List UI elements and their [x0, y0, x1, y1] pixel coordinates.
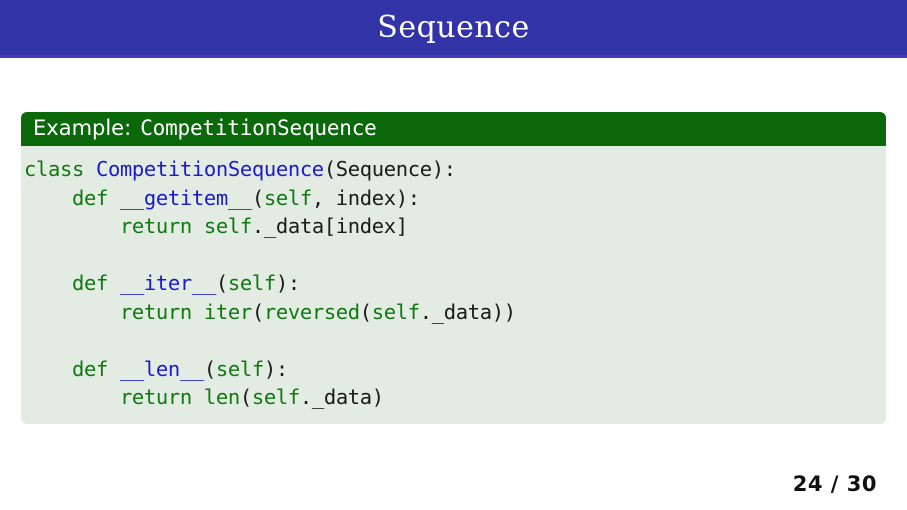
- code-token: self: [227, 271, 276, 295]
- code-token: self: [371, 299, 420, 324]
- code-token: CompetitionSequence: [95, 157, 324, 181]
- title-underline-divider: [0, 55, 907, 58]
- code-token: iter: [203, 299, 252, 324]
- example-block: Example: CompetitionSequence class Compe…: [21, 112, 886, 424]
- code-token: return: [119, 385, 204, 409]
- code-token: ):: [263, 356, 288, 381]
- code-token: , index):: [311, 185, 420, 210]
- page-number: 24 / 30: [792, 472, 877, 496]
- code-listing: class CompetitionSequence(Sequence): def…: [21, 155, 886, 412]
- code-token: def: [71, 185, 120, 210]
- code-token: self: [215, 356, 264, 381]
- code-token: self: [203, 214, 252, 238]
- code-token: [24, 214, 120, 238]
- code-token: return: [119, 299, 204, 324]
- code-token: ._data[index]: [251, 214, 408, 238]
- code-token: (: [251, 299, 264, 324]
- code-token: (: [239, 385, 252, 409]
- code-line: return iter(reversed(self._data)): [24, 298, 886, 327]
- code-token: ):: [275, 271, 300, 295]
- code-token: __len__: [119, 356, 204, 381]
- code-token: (Sequence):: [323, 157, 456, 181]
- code-token: def: [71, 271, 120, 295]
- code-line: def __iter__(self):: [24, 269, 886, 298]
- code-line-blank: [24, 241, 886, 270]
- code-token: [24, 186, 72, 210]
- code-token: len: [203, 385, 240, 409]
- code-token: self: [251, 385, 300, 409]
- code-token: [24, 300, 120, 324]
- code-token: def: [71, 356, 120, 381]
- code-token: [24, 357, 72, 381]
- code-token: [24, 271, 72, 295]
- code-line: class CompetitionSequence(Sequence):: [24, 155, 886, 184]
- code-token: [24, 385, 120, 409]
- example-block-class-name: CompetitionSequence: [140, 116, 377, 140]
- code-token: __getitem__: [119, 185, 252, 210]
- code-token: self: [263, 185, 312, 210]
- example-block-label: Example:: [33, 116, 132, 140]
- code-token: return: [119, 214, 204, 238]
- code-line: return len(self._data): [24, 383, 886, 412]
- code-token: (: [203, 356, 216, 381]
- code-token: (: [215, 271, 228, 295]
- code-token: ._data): [299, 385, 384, 409]
- slide-title-bar: Sequence: [0, 0, 907, 55]
- code-token: reversed: [263, 299, 360, 324]
- code-token: __iter__: [119, 271, 216, 295]
- code-token: (: [251, 185, 264, 210]
- code-token: (: [359, 299, 372, 324]
- example-block-body: class CompetitionSequence(Sequence): def…: [21, 146, 886, 424]
- code-line: def __len__(self):: [24, 355, 886, 384]
- code-line-blank: [24, 326, 886, 355]
- code-token: class: [24, 157, 96, 181]
- example-block-header: Example: CompetitionSequence: [21, 112, 886, 146]
- page-title: Sequence: [377, 9, 530, 45]
- code-line: return self._data[index]: [24, 212, 886, 241]
- code-line: def __getitem__(self, index):: [24, 184, 886, 213]
- code-token: ._data)): [419, 299, 516, 324]
